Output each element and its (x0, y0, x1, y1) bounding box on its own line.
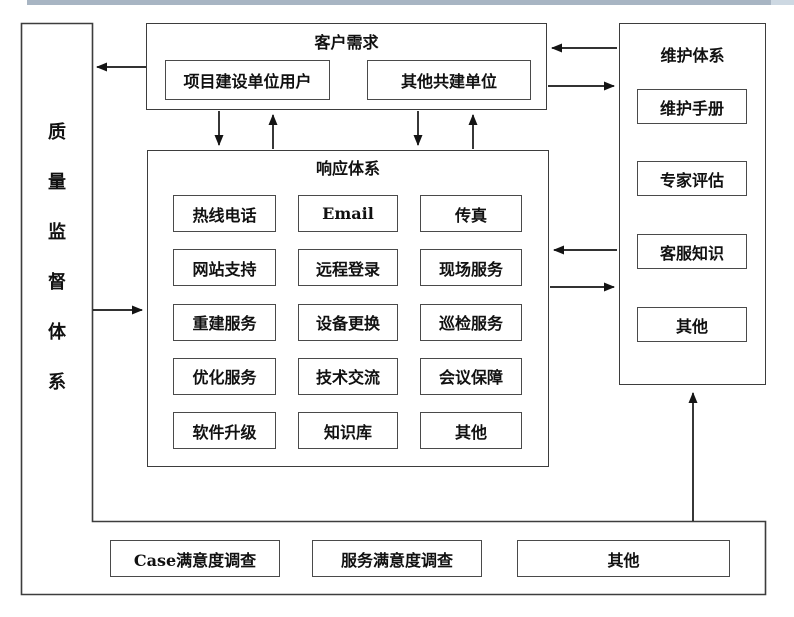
response-service-box: 技术交流 (298, 357, 398, 395)
maintenance-system-panel: 维护体系 维护手册 专家评估 客服知识 其他 (619, 23, 766, 385)
response-system-title: 响应体系 (315, 159, 380, 178)
response-service-box: 传真 (420, 195, 522, 232)
top-accent-bar (27, 0, 771, 5)
maintenance-item-box: 客服知识 (637, 234, 747, 269)
survey-box-service: 服务满意度调查 (312, 540, 482, 577)
response-service-box: 设备更换 (298, 303, 398, 341)
response-service-box: 会议保障 (420, 357, 522, 395)
top-accent-bar-end (771, 0, 794, 5)
response-service-grid: 热线电话 Email 传真 网站支持 远程登录 现场服务 重建服务 设备更换 巡… (173, 195, 522, 449)
response-service-box: 网站支持 (173, 249, 276, 287)
quality-system-outline (20, 22, 767, 596)
customer-needs-title: 客户需求 (314, 33, 379, 52)
response-service-box: 知识库 (298, 412, 398, 449)
survey-box-other: 其他 (517, 540, 730, 577)
maintenance-item-box: 专家评估 (637, 161, 747, 196)
response-service-box: 巡检服务 (420, 303, 522, 341)
response-service-box: 现场服务 (420, 249, 522, 287)
customer-unit-box: 其他共建单位 (367, 60, 531, 100)
maintenance-item-box: 其他 (637, 307, 747, 342)
response-service-box: 重建服务 (173, 303, 276, 341)
response-service-box: 软件升级 (173, 412, 276, 449)
response-service-box: 远程登录 (298, 249, 398, 287)
response-service-box: Email (298, 195, 398, 232)
response-service-box: 优化服务 (173, 357, 276, 395)
response-service-box: 其他 (420, 412, 522, 449)
maintenance-system-title: 维护体系 (660, 46, 725, 65)
response-service-box: 热线电话 (173, 195, 276, 232)
maintenance-item-box: 维护手册 (637, 89, 747, 124)
survey-box-case: Case满意度调查 (110, 540, 280, 577)
customer-unit-box: 项目建设单位用户 (165, 60, 330, 100)
quality-system-title: 质量监督体系 (45, 122, 66, 422)
